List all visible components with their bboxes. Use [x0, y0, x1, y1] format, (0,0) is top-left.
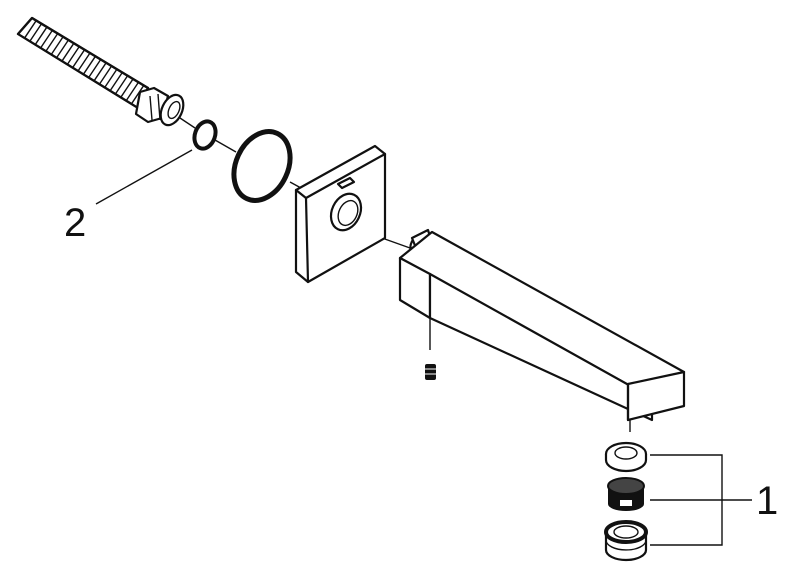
- hose-corrugation: [50, 36, 64, 55]
- aerator-washer-icon: [604, 441, 648, 473]
- hose-corrugation: [93, 62, 107, 82]
- large-o-ring-icon: [231, 129, 293, 203]
- callout-number-2: 2: [64, 201, 86, 245]
- hose-corrugation: [109, 72, 123, 91]
- hose-corrugation: [61, 42, 75, 62]
- hose-corrugation: [77, 52, 91, 72]
- hose-corrugation: [39, 29, 54, 49]
- hose-corrugation: [34, 26, 48, 46]
- hose-corrugation: [114, 75, 129, 95]
- hose-corrugation: [72, 49, 86, 69]
- hose-corrugation: [55, 39, 70, 59]
- callout-1-leaders: [650, 454, 752, 546]
- hose-corrugation: [29, 23, 43, 42]
- aerator-insert-icon: [607, 477, 645, 511]
- hose-corrugation: [82, 55, 96, 75]
- hose-corrugation: [23, 19, 37, 39]
- small-o-ring-icon: [192, 119, 218, 151]
- hose-corrugation: [131, 85, 145, 105]
- hose-corrugation: [120, 78, 134, 98]
- hose-corrugation: [125, 82, 139, 101]
- wall-escutcheon-plate-icon: [294, 144, 387, 284]
- hose-corrugation: [98, 65, 113, 85]
- grub-screw-icon: [425, 364, 436, 380]
- callout-2-leader: [95, 149, 193, 205]
- hose-corrugation: [88, 59, 102, 78]
- aerator-housing-icon: [604, 520, 648, 562]
- callout-number-1: 1: [756, 479, 778, 523]
- square-spout-body-icon: [398, 228, 686, 422]
- hose-corrugation: [45, 33, 59, 52]
- hose-corrugation: [66, 46, 80, 65]
- flexible-hose-icon: [16, 16, 185, 127]
- hose-corrugation: [104, 69, 118, 88]
